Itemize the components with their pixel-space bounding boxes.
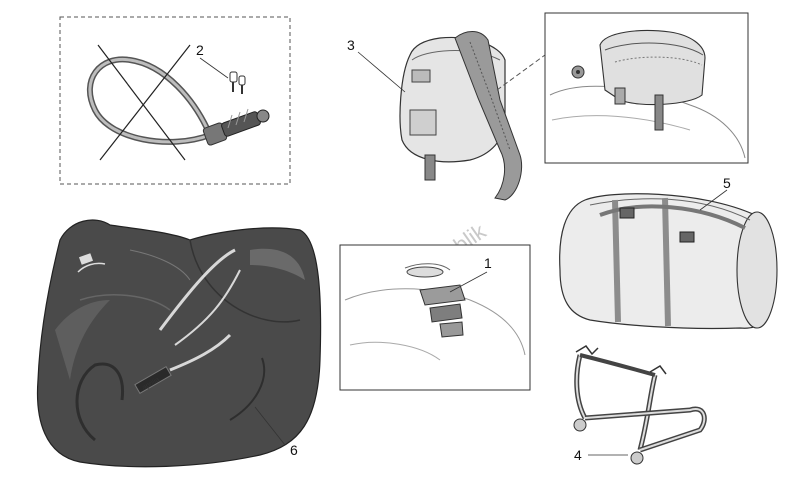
- callout-5: 5: [723, 175, 731, 191]
- duffel-handle: [599, 204, 746, 230]
- tank-backpack: 3: [347, 31, 546, 201]
- cover-logo-icon: [78, 253, 94, 265]
- stand-wheel-left: [573, 418, 587, 432]
- tank-pad-panel: 1: [339, 244, 531, 391]
- stand-hook-left: [575, 345, 599, 356]
- duffel-bag: 5: [559, 175, 778, 330]
- callout-6: 6: [290, 442, 298, 458]
- callout-6-leader: [254, 406, 286, 446]
- tank-pad-lower: [439, 321, 464, 338]
- backpack-pocket: [409, 109, 437, 136]
- duffel-buckle-right: [679, 231, 695, 243]
- paddock-stand: 4: [573, 345, 707, 465]
- callout-3-leader: [357, 51, 406, 93]
- cross-out-line-b: [99, 44, 191, 161]
- cable-lock-body: [202, 108, 270, 146]
- stand-wheel-right: [630, 451, 644, 465]
- stand-hook-right: [649, 365, 667, 375]
- detail-tank-bag: [599, 29, 706, 106]
- duffel-strap-right: [662, 197, 671, 327]
- cross-out-line-a: [97, 44, 186, 161]
- callout-2-leader: [199, 57, 229, 79]
- key-icon: [229, 71, 246, 94]
- tank-filler-cap-icon: [406, 266, 444, 278]
- detail-strap: [654, 94, 664, 131]
- detail-link-dashed: [496, 54, 546, 91]
- duffel-bag-end: [736, 211, 778, 329]
- tank-pad-middle: [429, 303, 463, 323]
- backpack-buckle: [411, 69, 431, 83]
- cover-graphic-stroke: [158, 248, 236, 331]
- tank-bag-detail-panel: [544, 12, 749, 164]
- callout-5-leader: [699, 189, 728, 211]
- backpack-shoulder-strap: [454, 31, 523, 201]
- duffel-buckle-left: [619, 207, 635, 219]
- bike-cover: aprilia 6: [36, 219, 322, 468]
- lock-panel: 2: [59, 16, 291, 185]
- callout-3: 3: [347, 37, 355, 53]
- cable-lock-loop: [87, 56, 214, 145]
- callout-1: 1: [484, 255, 492, 271]
- callout-2: 2: [196, 42, 204, 58]
- lock-panel-dashed-frame: [59, 16, 291, 185]
- backpack-lower-strap: [424, 154, 436, 181]
- callout-4: 4: [574, 447, 582, 463]
- duffel-strap-left: [612, 199, 621, 323]
- callout-1-leader: [449, 271, 488, 293]
- cover-label-patch: [134, 365, 172, 395]
